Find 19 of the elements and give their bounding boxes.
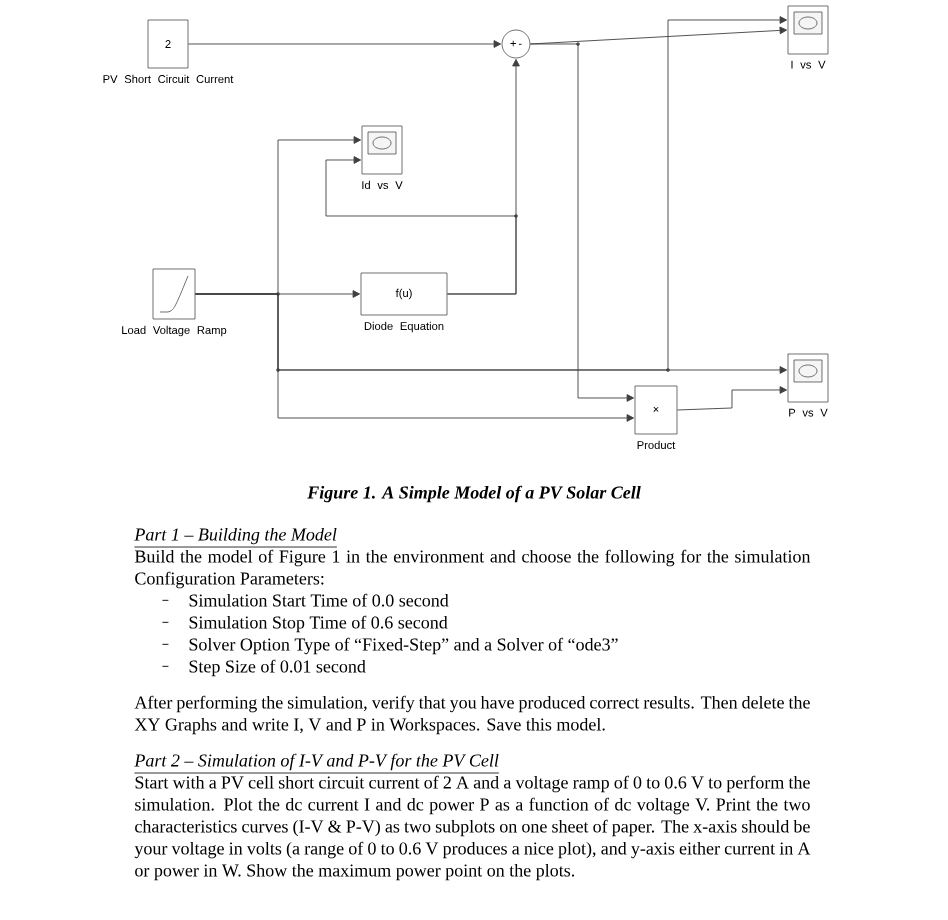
scope-block — [787, 353, 829, 403]
ramp-block — [152, 268, 196, 320]
scope-block — [787, 5, 829, 55]
arrow — [187, 40, 502, 48]
list-item: Solver Option Type of “Fixed-Step” and a Solver of “ode3” — [189, 637, 618, 655]
section-heading: Part 2 – Simulation of I-V and P-V for the PV Cell — [134, 753, 500, 774]
arrow — [676, 386, 788, 411]
list-item: Simulation Stop Time of 0.6 second — [189, 615, 448, 633]
arrow — [325, 156, 517, 295]
section-heading: Part 1 – Building the Model — [134, 527, 338, 548]
arrow — [529, 43, 635, 402]
paragraph: Build the model of Figure 1 in the environment and choose the following for the simulation Configuration Parameters: — [134, 549, 811, 589]
scope-block — [361, 125, 403, 175]
list-item: Step Size of 0.01 second — [189, 659, 366, 677]
figure-caption: Figure 1. A Simple Model of a PV Solar Cell — [307, 485, 641, 503]
paragraph: After performing the simulation, verify that you have produced correct results. Then delete the XY Graphs and write I, V and P in Workspaces. Save this model. — [134, 695, 810, 735]
list-item: Simulation Start Time of 0.0 second — [189, 593, 449, 607]
arrow — [194, 293, 635, 422]
paragraph: Start with a PV cell short circuit current of 2 A and a voltage ramp of 0 to 0.6 V to perform the simulation. Plot the dc current I and dc power P as a function of dc voltage V. Print the two characteristics curves (I-V & P-V) as two subplots on one sheet of paper. The x-axis should be your voltage in volts (a range of 0 to 0.6 V produces a nice plot), and y-axis either current in A or power in W. Show the maximum power point on the plots. — [134, 775, 811, 881]
